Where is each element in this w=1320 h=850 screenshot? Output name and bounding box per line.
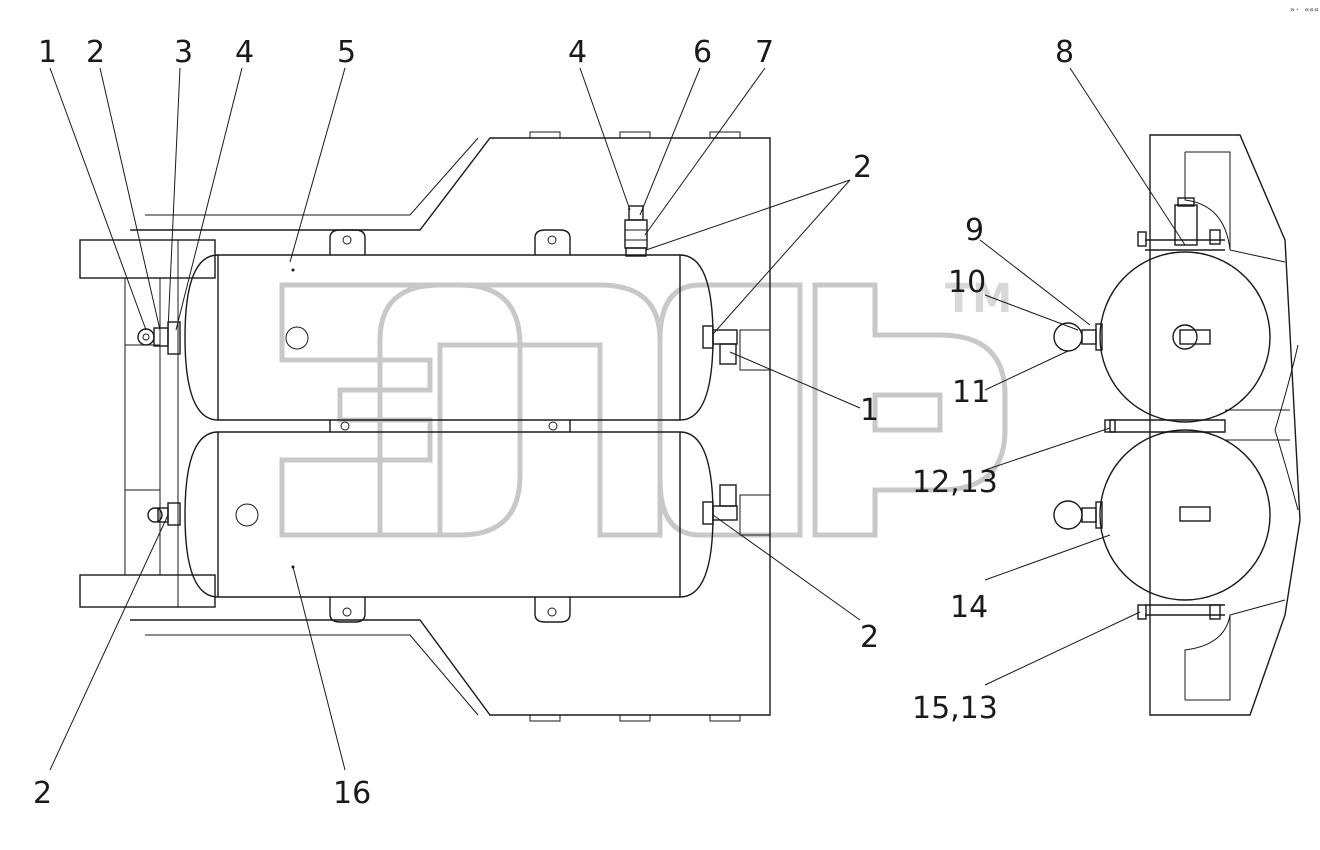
callout-15-13: 15,13 [912,691,998,726]
callout-4-right: 4 [568,35,587,70]
callout-2-lower-right: 2 [860,620,879,655]
corner-mark: »· ««« [1290,5,1319,14]
callout-2-bottom: 2 [33,776,52,811]
trademark-mark: TM [945,276,1012,322]
clamp-band [329,420,571,432]
watermark-logo: TM [279,276,1012,538]
receiver-16 [184,431,714,623]
receiver-end-lower [1099,429,1271,601]
callout-16: 16 [333,776,371,811]
callout-7: 7 [755,35,774,70]
callout-10: 10 [948,265,986,300]
frame-left-view [79,131,771,722]
callout-2-top: 2 [86,35,105,70]
safety-valve-top [624,205,648,257]
callout-12-13: 12,13 [912,465,998,500]
drain-valve-right-upper [1053,322,1103,352]
drain-valve-left-lower [147,502,181,526]
fitting-right-upper [702,325,738,365]
receiver-5 [184,229,714,421]
drain-valve-right-lower [1053,500,1103,530]
callout-6: 6 [693,35,712,70]
frame-right-view [1149,134,1301,716]
callout-1-right: 1 [860,393,879,428]
callout-3: 3 [174,35,193,70]
callout-1-top: 1 [38,35,57,70]
callout-14: 14 [950,590,988,625]
receiver-end-upper [1099,251,1271,423]
callout-4-left: 4 [235,35,254,70]
callout-11: 11 [952,375,990,410]
callout-2-upper-right: 2 [853,150,872,185]
callout-8: 8 [1055,35,1074,70]
fitting-right-lower [702,484,738,525]
callout-9: 9 [965,213,984,248]
callout-labels: 1 2 3 4 5 4 6 7 8 2 9 10 11 1 12,13 14 2… [33,35,1074,811]
callout-5: 5 [337,35,356,70]
clamps-right-view [1104,197,1226,620]
leader-lines [49,67,1186,771]
